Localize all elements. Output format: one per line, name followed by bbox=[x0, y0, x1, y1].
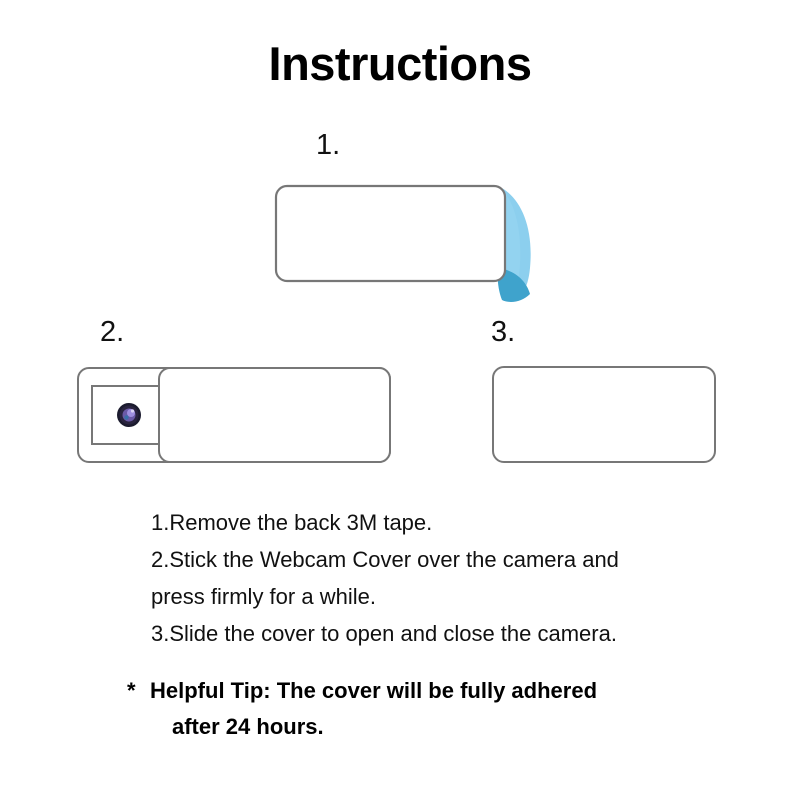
cover-closed-outline bbox=[492, 366, 716, 463]
cover-body-outline bbox=[274, 184, 507, 283]
instruction-line: 1.Remove the back 3M tape. bbox=[151, 510, 433, 535]
helpful-tip-text: Helpful Tip: The cover will be fully adh… bbox=[150, 678, 598, 703]
tape-curl-underside bbox=[497, 268, 530, 302]
instruction-line: press firmly for a while. bbox=[151, 584, 376, 609]
helpful-tip-first-line: * Helpful Tip: The cover will be fully a… bbox=[127, 673, 767, 709]
sliding-panel-outline bbox=[158, 367, 391, 463]
step-1-figure bbox=[262, 172, 552, 302]
page-title: Instructions bbox=[268, 37, 532, 90]
asterisk-icon: * bbox=[127, 678, 136, 703]
helpful-tip-second-line: after 24 hours. bbox=[172, 714, 324, 739]
step-2-figure bbox=[66, 356, 406, 476]
camera-lens-icon bbox=[117, 403, 141, 427]
step-1-number: 1. bbox=[316, 129, 341, 161]
instruction-line: 2.Stick the Webcam Cover over the camera… bbox=[151, 547, 619, 572]
instruction-line: 3.Slide the cover to open and close the … bbox=[151, 621, 617, 646]
step-2-number: 2. bbox=[100, 316, 125, 348]
step-3-figure bbox=[481, 355, 731, 475]
step-3-number: 3. bbox=[491, 316, 516, 348]
instruction-list: 1.Remove the back 3M tape. 2.Stick the W… bbox=[151, 504, 751, 652]
helpful-tip: * Helpful Tip: The cover will be fully a… bbox=[127, 673, 767, 745]
